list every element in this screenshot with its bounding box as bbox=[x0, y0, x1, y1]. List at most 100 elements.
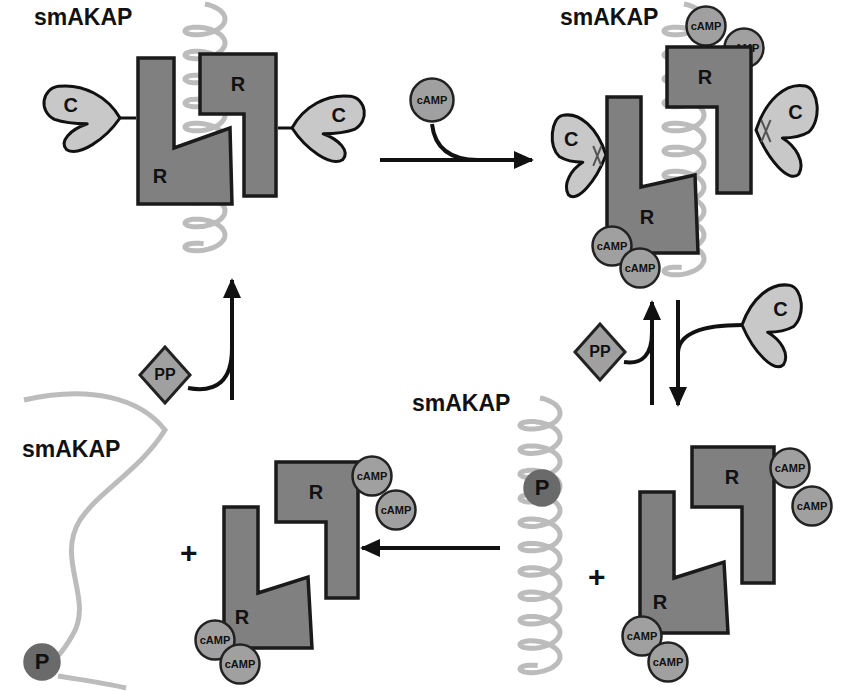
camp-circle: cAMP bbox=[375, 489, 417, 531]
node-text: R bbox=[725, 467, 739, 487]
akap-unfolded bbox=[24, 394, 165, 658]
r-subunit-outline bbox=[638, 490, 730, 635]
camp-circle: cAMP bbox=[219, 643, 261, 685]
linker-line bbox=[278, 127, 292, 130]
node-text: cAMP bbox=[691, 21, 722, 32]
akap-unfolded bbox=[58, 676, 126, 688]
lobe-outline bbox=[742, 285, 801, 367]
r-outline bbox=[224, 507, 312, 648]
node-text: cAMP bbox=[225, 659, 256, 670]
reaction-arrow bbox=[676, 300, 680, 405]
binding-curve bbox=[432, 124, 478, 160]
camp-circle: cAMP bbox=[791, 485, 833, 527]
protein-label: smAKAP bbox=[412, 392, 510, 415]
node-text: C bbox=[773, 299, 787, 319]
protein-label: smAKAP bbox=[34, 6, 132, 29]
camp-circle: cAMP bbox=[647, 641, 689, 683]
binding-curve bbox=[188, 348, 232, 389]
r-subunit: R bbox=[665, 45, 753, 195]
camp-circle: cAMP bbox=[619, 247, 661, 289]
r-subunit: R bbox=[638, 490, 730, 635]
circle-outline bbox=[771, 449, 810, 488]
circle-outline bbox=[353, 457, 392, 496]
linker-line bbox=[120, 117, 136, 120]
lobe-group bbox=[756, 85, 817, 176]
c-subunit: C bbox=[548, 110, 606, 200]
plus-sign: + bbox=[180, 538, 198, 568]
inhibition-cross bbox=[593, 146, 601, 166]
node-text: C bbox=[332, 105, 346, 125]
circle-outline bbox=[411, 79, 454, 122]
lobe-group bbox=[552, 115, 606, 197]
akap-helix bbox=[185, 4, 225, 251]
lobe-group bbox=[292, 96, 364, 161]
lobe-group bbox=[742, 285, 801, 367]
release-curve bbox=[678, 325, 742, 352]
node-text: R bbox=[153, 166, 167, 186]
lobe-outline bbox=[292, 96, 364, 161]
phosphatase-diamond: PP bbox=[573, 322, 627, 382]
phosphate-circle: P bbox=[523, 469, 561, 507]
camp-circle: cAMP bbox=[409, 77, 455, 123]
circle-outline bbox=[221, 645, 260, 684]
r-outline bbox=[276, 462, 358, 598]
diamond-outline bbox=[575, 324, 625, 380]
r-subunit: R bbox=[222, 505, 314, 650]
r-outline bbox=[200, 54, 276, 196]
binding-curve bbox=[624, 332, 652, 362]
protein-label: smAKAP bbox=[22, 438, 120, 461]
node-text: cAMP bbox=[627, 631, 658, 642]
circle-outline bbox=[25, 645, 60, 680]
node-text: R bbox=[309, 482, 323, 502]
node-text: R bbox=[231, 74, 245, 94]
circle-outline bbox=[621, 249, 660, 288]
node-text: P bbox=[535, 477, 550, 499]
reaction-arrow bbox=[230, 280, 234, 400]
node-text: R bbox=[698, 67, 712, 87]
c-subunit-outline bbox=[548, 110, 606, 200]
camp-circle: cAMP bbox=[685, 5, 727, 47]
lobe-outline bbox=[756, 85, 817, 176]
protein-label: smAKAP bbox=[560, 6, 658, 29]
r-subunit: R bbox=[690, 445, 776, 585]
c-subunit: C bbox=[292, 92, 370, 164]
r-subunit-outline bbox=[274, 460, 360, 600]
node-text: cAMP bbox=[200, 635, 231, 646]
node-text: R bbox=[653, 592, 667, 612]
c-subunit-outline bbox=[292, 92, 370, 164]
node-text: cAMP bbox=[797, 501, 828, 512]
r-outline bbox=[692, 447, 774, 583]
node-text: PP bbox=[589, 344, 610, 360]
camp-circle: cAMP bbox=[769, 447, 811, 489]
c-subunit-outline bbox=[756, 80, 822, 180]
circle-outline bbox=[649, 643, 688, 682]
lobe-group bbox=[44, 86, 120, 151]
circle-outline bbox=[525, 471, 560, 506]
node-text: R bbox=[235, 607, 249, 627]
node-text: C bbox=[564, 129, 578, 149]
c-subunit-outline bbox=[38, 82, 120, 154]
node-text: cAMP bbox=[417, 95, 448, 106]
c-subunit: C bbox=[38, 82, 120, 154]
inhibition-cross bbox=[761, 120, 770, 142]
node-text: cAMP bbox=[357, 471, 388, 482]
node-text: C bbox=[64, 95, 78, 115]
diamond-outline bbox=[140, 347, 190, 403]
lobe-outline bbox=[44, 86, 120, 151]
akap-helix bbox=[520, 398, 560, 673]
node-text: cAMP bbox=[653, 657, 684, 668]
r-subunit: R bbox=[274, 460, 360, 600]
node-text: cAMP bbox=[775, 463, 806, 474]
r-subunit: R bbox=[198, 52, 278, 198]
node-text: cAMP bbox=[597, 241, 628, 252]
circle-outline bbox=[687, 7, 726, 46]
phosphate-circle: P bbox=[23, 643, 61, 681]
circle-outline bbox=[793, 487, 832, 526]
r-subunit-outline bbox=[690, 445, 776, 585]
c-subunit: C bbox=[756, 80, 822, 180]
r-outline bbox=[667, 47, 751, 193]
node-text: cAMP bbox=[625, 263, 656, 274]
node-text: cAMP bbox=[381, 505, 412, 516]
phosphatase-diamond: PP bbox=[138, 345, 192, 405]
